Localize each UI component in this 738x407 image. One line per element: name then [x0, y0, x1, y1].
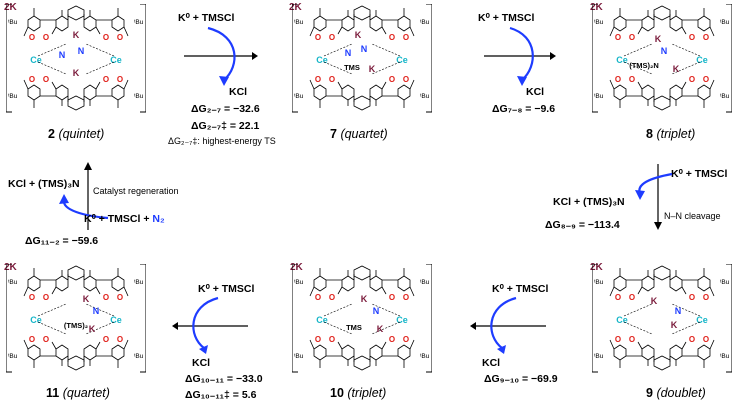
complex-2-structure: N N K K	[6, 4, 146, 113]
svg-text:K: K	[83, 294, 90, 304]
svg-text:K: K	[355, 30, 362, 40]
svg-text:K: K	[73, 30, 80, 40]
ts-note: ΔG₂₋₇‡: highest-energy TS	[168, 136, 276, 146]
arrow-8-9	[635, 164, 673, 230]
charge-label: 2K	[289, 2, 302, 13]
arrow-11-2	[59, 162, 109, 230]
regeneration-note: Catalyst regeneration	[93, 186, 179, 196]
svg-text:(TMS)₂N: (TMS)₂N	[629, 61, 659, 70]
svg-text:TMS: TMS	[346, 323, 362, 332]
dg-ts-10-11: ΔG₁₀₋₁₁‡ = 5.6	[185, 389, 257, 401]
complex-11-label: 11 (quartet)	[46, 386, 110, 400]
charge-label: 2K	[4, 262, 17, 273]
svg-text:K: K	[377, 324, 384, 334]
nn-cleavage-note: N–N cleavage	[664, 211, 721, 221]
byproduct-7-8: KCl	[526, 86, 545, 98]
complex-7-label: 7 (quartet)	[330, 127, 388, 141]
svg-text:K: K	[361, 294, 368, 304]
dg-11-2: ΔG₁₁₋₂ = −59.6	[25, 235, 99, 247]
complex-2-label: 2 (quintet)	[48, 127, 105, 141]
byproduct-10-11: KCl	[192, 357, 211, 369]
complex-9-structure: N K K	[592, 264, 732, 373]
svg-text:K: K	[89, 324, 96, 334]
byproduct-8-9: KCl + (TMS)₃N	[553, 196, 625, 208]
dg-9-10: ΔG₉₋₁₀ = −69.9	[484, 373, 558, 385]
dg-2-7: ΔG₂₋₇ = −32.6	[191, 103, 260, 115]
dg-7-8: ΔG₇₋₈ = −9.6	[492, 103, 556, 115]
svg-text:N: N	[361, 44, 368, 54]
svg-text:N: N	[78, 46, 85, 56]
charge-label: 2K	[4, 2, 17, 13]
svg-text:N: N	[661, 46, 668, 56]
dg-ts-2-7: ΔG₂₋₇‡ = 22.1	[191, 120, 260, 132]
reagent-9-10: K⁰ + TMSCl	[492, 283, 549, 295]
dg-8-9: ΔG₈₋₉ = −113.4	[545, 219, 620, 231]
svg-text:K: K	[369, 64, 376, 74]
svg-text:N: N	[345, 48, 352, 58]
svg-text:N: N	[675, 306, 682, 316]
complex-9-label: 9 (doublet)	[646, 386, 706, 400]
byproduct-11-2: KCl + (TMS)₃N	[8, 178, 80, 190]
svg-text:K: K	[655, 34, 662, 44]
svg-text:N: N	[373, 306, 380, 316]
reagent-11-2: K⁰ + TMSCl + N₂	[84, 213, 165, 225]
complex-8-label: 8 (triplet)	[646, 127, 696, 141]
svg-text:TMS: TMS	[344, 63, 360, 72]
complex-10-label: 10 (triplet)	[330, 386, 387, 400]
charge-label: 2K	[290, 262, 303, 273]
svg-text:N: N	[59, 50, 66, 60]
reagent-2-7: K⁰ + TMSCl	[178, 12, 235, 24]
svg-text:K: K	[651, 296, 658, 306]
svg-text:(TMS)₂: (TMS)₂	[64, 321, 88, 330]
complex-10-structure: N K K TMS	[292, 264, 432, 373]
arrow-7-8	[484, 26, 556, 86]
arrow-10-11	[172, 296, 248, 354]
charge-label: 2K	[590, 262, 603, 273]
dg-10-11: ΔG₁₀₋₁₁ = −33.0	[185, 373, 263, 385]
byproduct-9-10: KCl	[482, 357, 501, 369]
svg-text:K: K	[673, 64, 680, 74]
byproduct-2-7: KCl	[229, 86, 248, 98]
arrow-2-7	[184, 26, 258, 86]
reagent-8-9: K⁰ + TMSCl	[671, 168, 728, 180]
arrow-9-10	[470, 296, 546, 354]
complex-11-structure: N K K (TMS)₂	[6, 264, 146, 373]
reagent-10-11: K⁰ + TMSCl	[198, 283, 255, 295]
svg-text:N: N	[93, 306, 100, 316]
svg-text:K: K	[671, 320, 678, 330]
complex-8-structure: N K K (TMS)₂N	[592, 4, 732, 113]
reagent-7-8: K⁰ + TMSCl	[478, 12, 535, 24]
svg-text:K: K	[73, 68, 80, 78]
charge-label: 2K	[590, 2, 603, 13]
